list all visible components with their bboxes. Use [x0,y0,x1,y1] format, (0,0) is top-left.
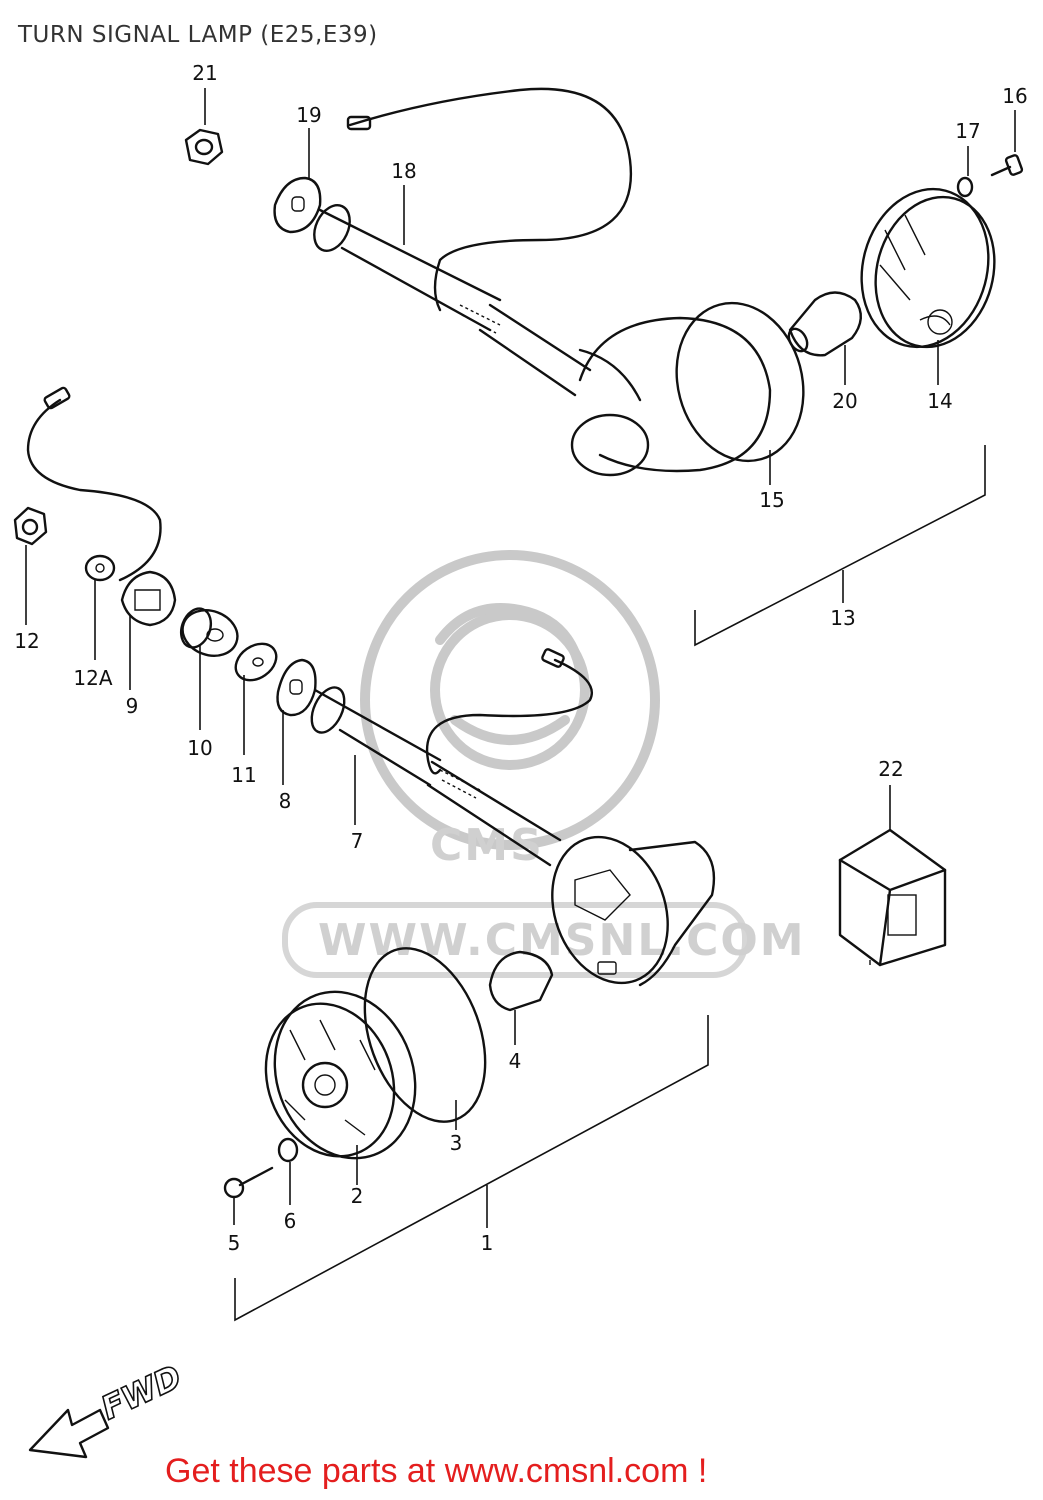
label-8: 8 [279,789,292,813]
part-21-nut[interactable] [184,128,224,166]
part-17-washer[interactable] [956,176,974,198]
label-12: 12 [14,629,39,653]
bracket-1 [234,1015,709,1322]
footer-link[interactable]: Get these parts at www.cmsnl.com ! [165,1452,708,1490]
part-15-housing[interactable] [570,289,821,477]
part-22-relay[interactable] [838,828,947,967]
label-20: 20 [832,389,857,413]
part-12-nut[interactable] [13,506,48,546]
label-3: 3 [450,1131,463,1155]
part-8-plate[interactable] [276,658,317,717]
part-5-screw[interactable] [223,1166,274,1199]
wire-left[interactable] [26,398,162,582]
label-22: 22 [878,757,903,781]
label-21: 21 [192,61,217,85]
part-4-bulb[interactable] [488,950,554,1012]
label-5: 5 [228,1231,241,1255]
watermark-text: WWW.CMSNL.COM [318,915,806,966]
wire-upper[interactable] [348,87,633,312]
part-19-plate[interactable] [273,176,322,234]
label-17: 17 [955,119,980,143]
watermark-logo: CMS WWW.CMSNL.COM [282,550,806,978]
label-6: 6 [284,1209,297,1233]
part-2-lens[interactable] [245,972,438,1178]
label-18: 18 [391,159,416,183]
part-10-grommet[interactable] [176,603,244,663]
label-4: 4 [509,1049,522,1073]
svg-text:CMS: CMS [430,820,544,871]
direction-label: FWD [95,1357,187,1427]
part-6-washer[interactable] [277,1137,299,1163]
label-10: 10 [187,736,212,760]
part-12a-terminal[interactable] [84,554,116,582]
label-19: 19 [296,103,321,127]
part-housing-lower[interactable] [533,821,716,1000]
part-14-lens[interactable] [844,175,1010,362]
label-9: 9 [126,694,139,718]
forward-arrow-icon [28,1408,110,1459]
part-9-socket[interactable] [120,570,177,627]
wire-upper-terminal [346,115,372,131]
label-13: 13 [830,606,855,630]
label-15: 15 [759,488,784,512]
part-18-stem[interactable] [307,199,592,397]
label-16: 16 [1002,84,1027,108]
label-1: 1 [481,1231,494,1255]
part-20-bulb[interactable] [785,291,862,357]
label-2: 2 [351,1184,364,1208]
part-11-washer[interactable] [229,636,283,687]
label-7: 7 [351,829,364,853]
bracket-13 [694,445,986,647]
part-7-stem[interactable] [305,682,562,867]
wire-lower-terminal [541,648,565,668]
label-14: 14 [927,389,952,413]
wire-lower[interactable] [425,658,593,775]
part-16-screw[interactable] [990,154,1024,177]
label-11: 11 [231,763,256,787]
label-12a: 12A [73,666,112,690]
diagram-title: TURN SIGNAL LAMP (E25,E39) [18,22,378,48]
wire-left-terminal [43,386,71,410]
